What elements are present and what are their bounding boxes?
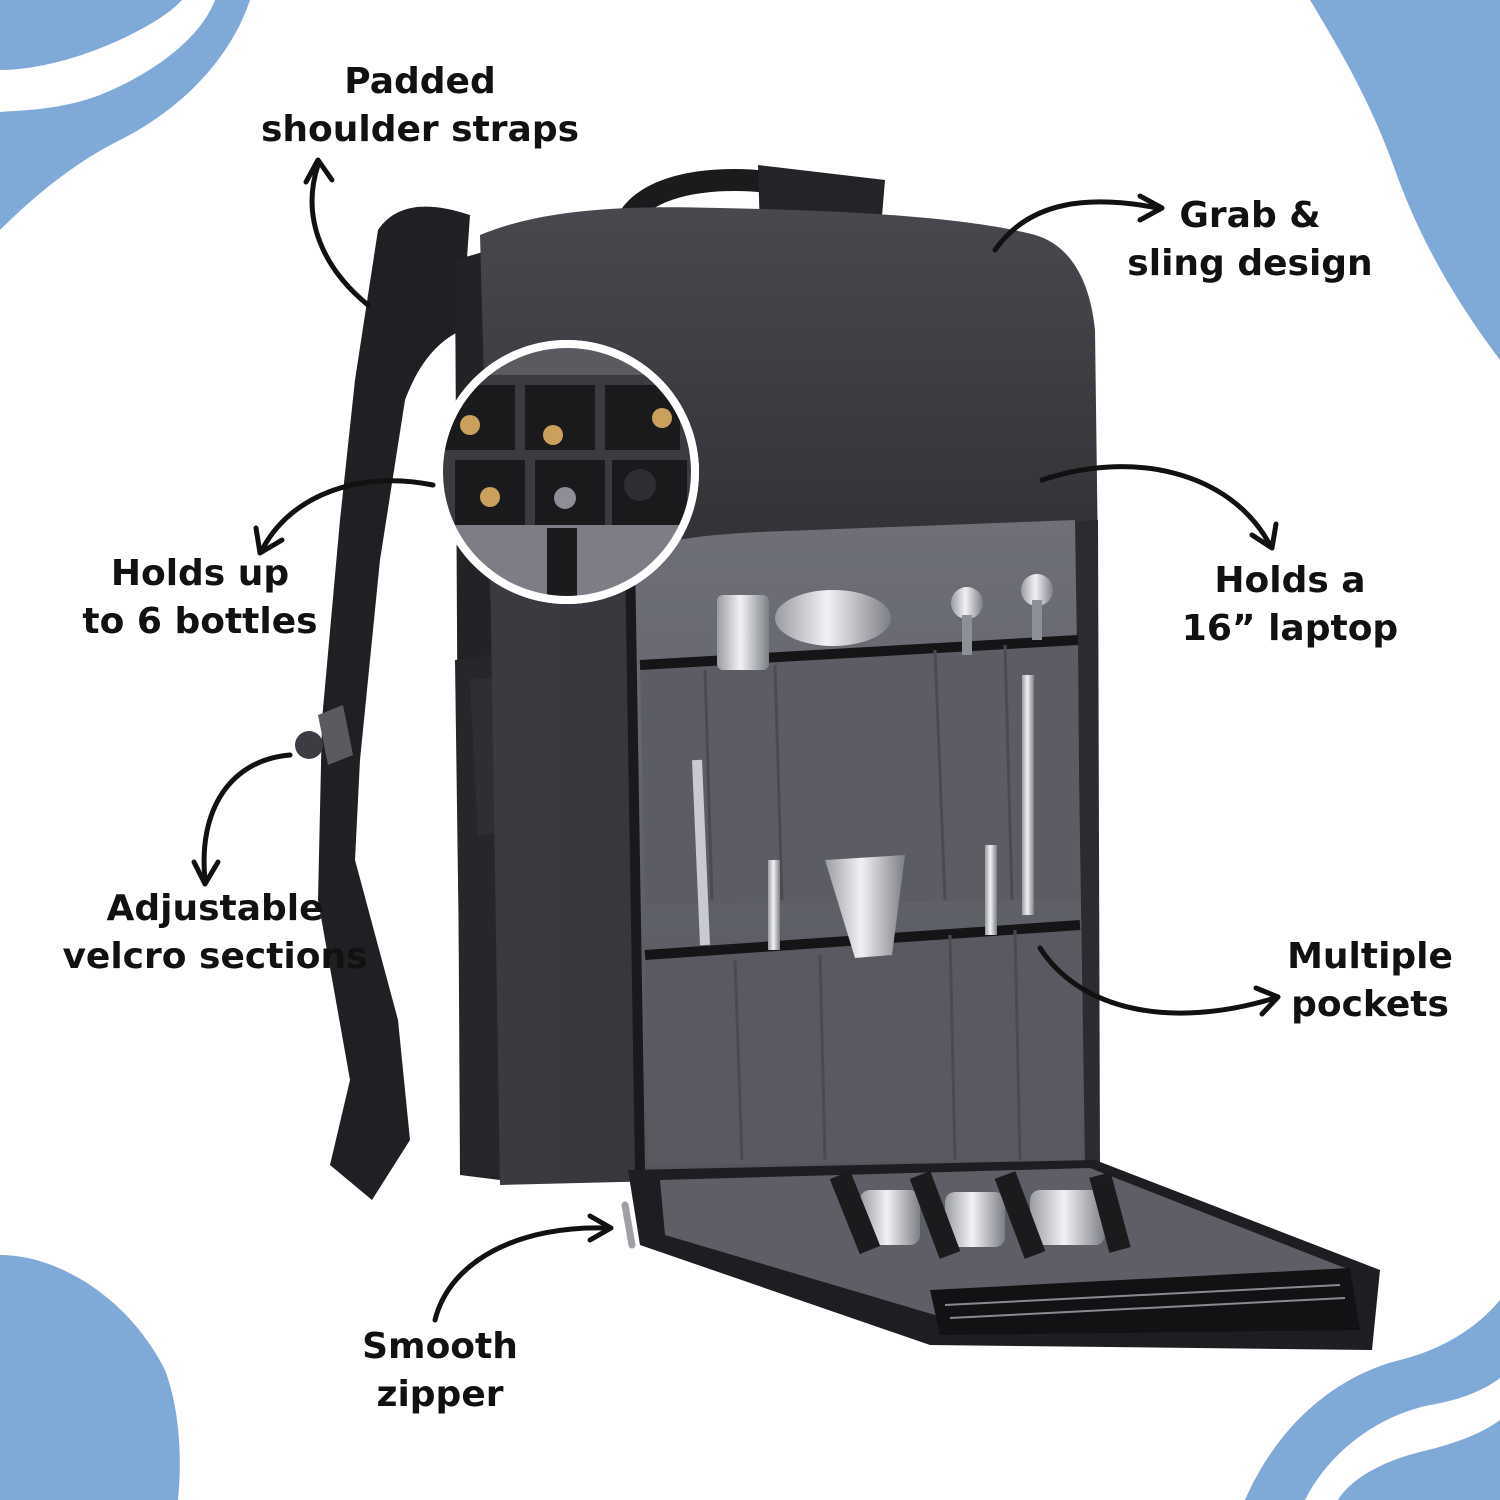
callout-shoulder-straps-line1: Padded xyxy=(344,61,496,102)
callout-zipper: Smooth zipper xyxy=(330,1323,550,1419)
callout-velcro-line1: Adjustable xyxy=(106,888,324,929)
callout-grab-sling: Grab & sling design xyxy=(1110,192,1390,288)
bottle-inset-magnifier xyxy=(435,340,699,604)
arrow-icon-grab-sling xyxy=(992,193,1165,253)
callout-bottles-line1: Holds up xyxy=(110,553,290,594)
arrow-icon-zipper xyxy=(432,1213,614,1323)
arrow-icon-laptop xyxy=(1039,464,1279,551)
callout-laptop-line2: 16” laptop xyxy=(1181,608,1399,649)
callout-zipper-line1: Smooth xyxy=(362,1326,518,1367)
callout-shoulder-straps: Padded shoulder straps xyxy=(250,58,590,154)
callout-pockets-line2: pockets xyxy=(1291,984,1449,1025)
callout-bottles: Holds up to 6 bottles xyxy=(60,550,340,646)
arrow-icon-bottles xyxy=(253,478,436,556)
bottom-right-wave xyxy=(1245,1300,1500,1500)
callout-velcro: Adjustable velcro sections xyxy=(45,885,385,981)
top-right-blob xyxy=(1310,0,1500,360)
top-left-wave xyxy=(0,0,250,230)
callout-laptop-line1: Holds a xyxy=(1214,560,1366,601)
callout-pockets: Multiple pockets xyxy=(1270,933,1470,1029)
callout-laptop: Holds a 16” laptop xyxy=(1160,557,1420,653)
callout-shoulder-straps-line2: shoulder straps xyxy=(260,109,580,150)
callout-zipper-line2: zipper xyxy=(376,1374,504,1415)
arrow-icon-pockets xyxy=(1037,945,1281,1017)
arrow-icon-velcro xyxy=(191,752,293,887)
callout-bottles-line2: to 6 bottles xyxy=(82,601,318,642)
bottom-left-blob xyxy=(0,1255,180,1500)
callout-velcro-line2: velcro sections xyxy=(62,936,368,977)
callout-grab-sling-line2: sling design xyxy=(1127,243,1373,284)
callout-grab-sling-line1: Grab & xyxy=(1179,195,1321,236)
arrow-icon-shoulder-straps xyxy=(303,157,371,308)
callout-pockets-line1: Multiple xyxy=(1287,936,1453,977)
